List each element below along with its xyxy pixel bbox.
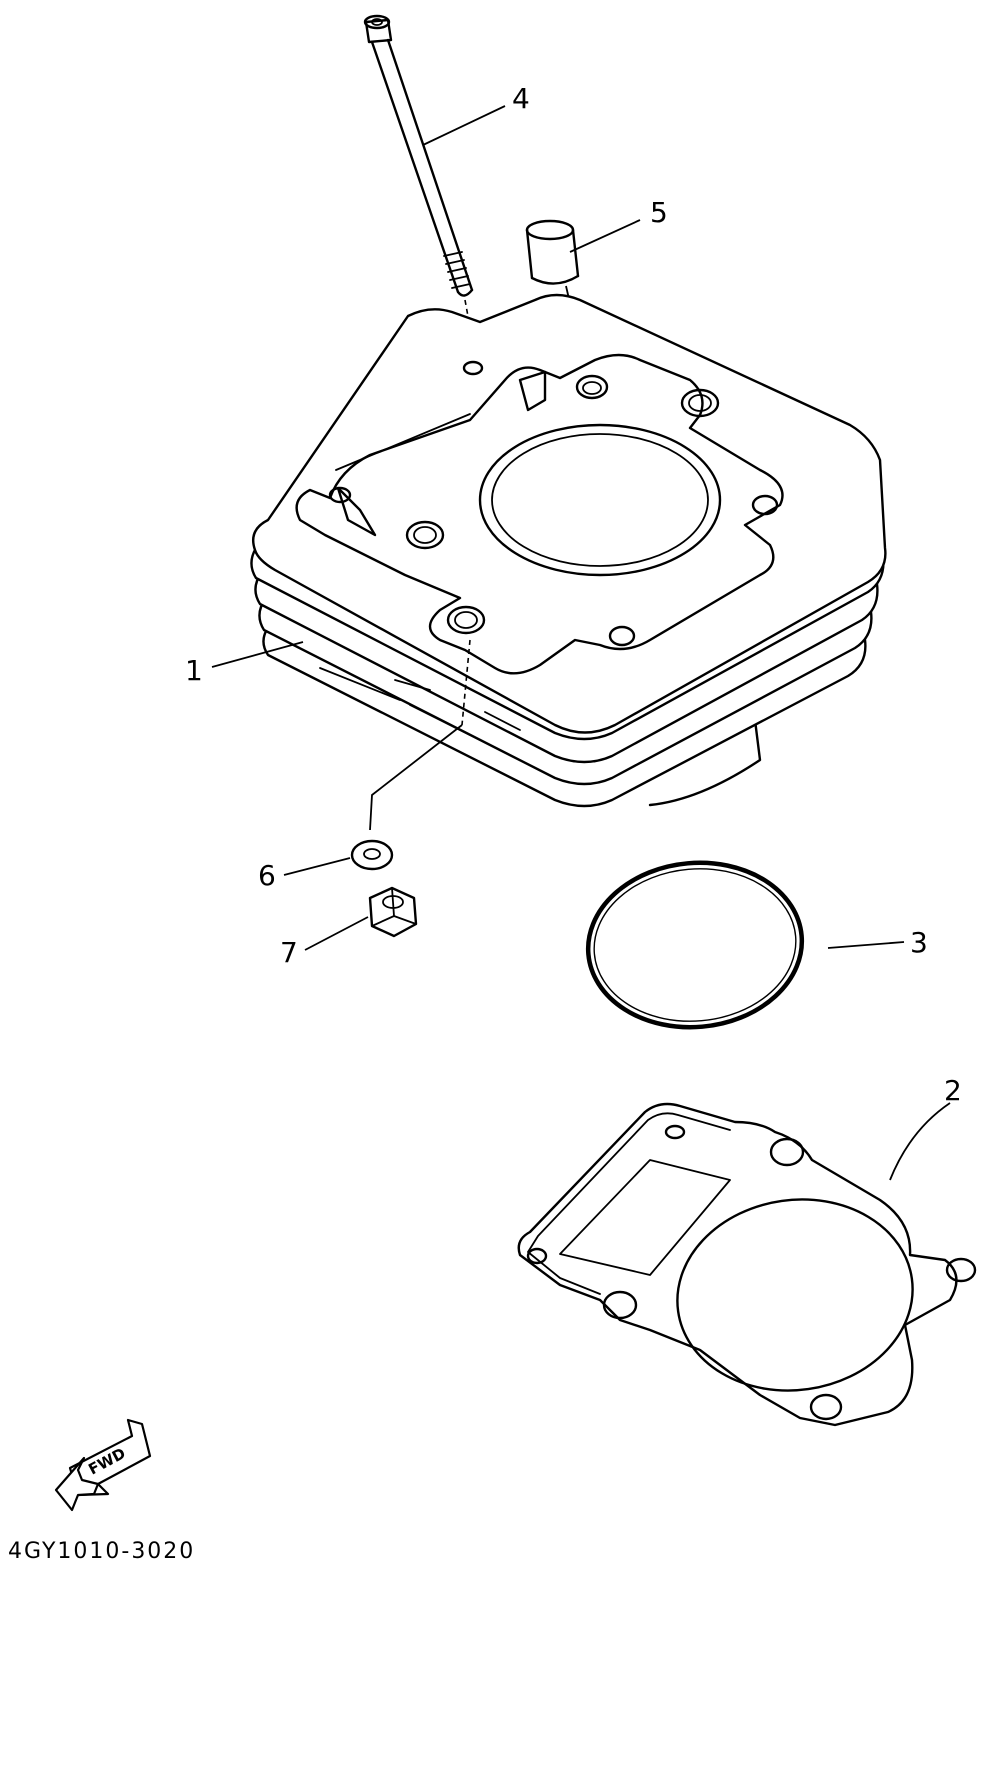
leader-line-1 — [211, 641, 304, 668]
cylinder-gasket-drawing — [517, 1102, 977, 1427]
diagram-code: 4GY1010-3020 — [8, 1539, 195, 1564]
nut-drawing — [368, 886, 418, 938]
callout-6: 6 — [258, 859, 276, 892]
leader-line-6 — [283, 857, 351, 876]
washer-drawing — [350, 839, 394, 871]
leader-line-7 — [304, 916, 369, 951]
callout-5: 5 — [650, 196, 668, 229]
callout-1: 1 — [185, 654, 203, 687]
leader-line-2 — [889, 1102, 951, 1181]
leader-line-3 — [827, 941, 905, 949]
callout-7: 7 — [280, 936, 298, 969]
cylinder-drawing — [250, 293, 887, 808]
fwd-arrow-icon: FWD — [54, 1418, 152, 1512]
o-ring-drawing — [585, 860, 805, 1030]
callout-4: 4 — [512, 82, 530, 115]
callout-2: 2 — [944, 1074, 962, 1107]
stud-bolt-drawing — [363, 14, 477, 361]
leader-line-5 — [569, 219, 641, 253]
leader-line-1-to-nut — [369, 724, 463, 831]
leader-line-4 — [422, 105, 506, 146]
callout-3: 3 — [910, 926, 928, 959]
